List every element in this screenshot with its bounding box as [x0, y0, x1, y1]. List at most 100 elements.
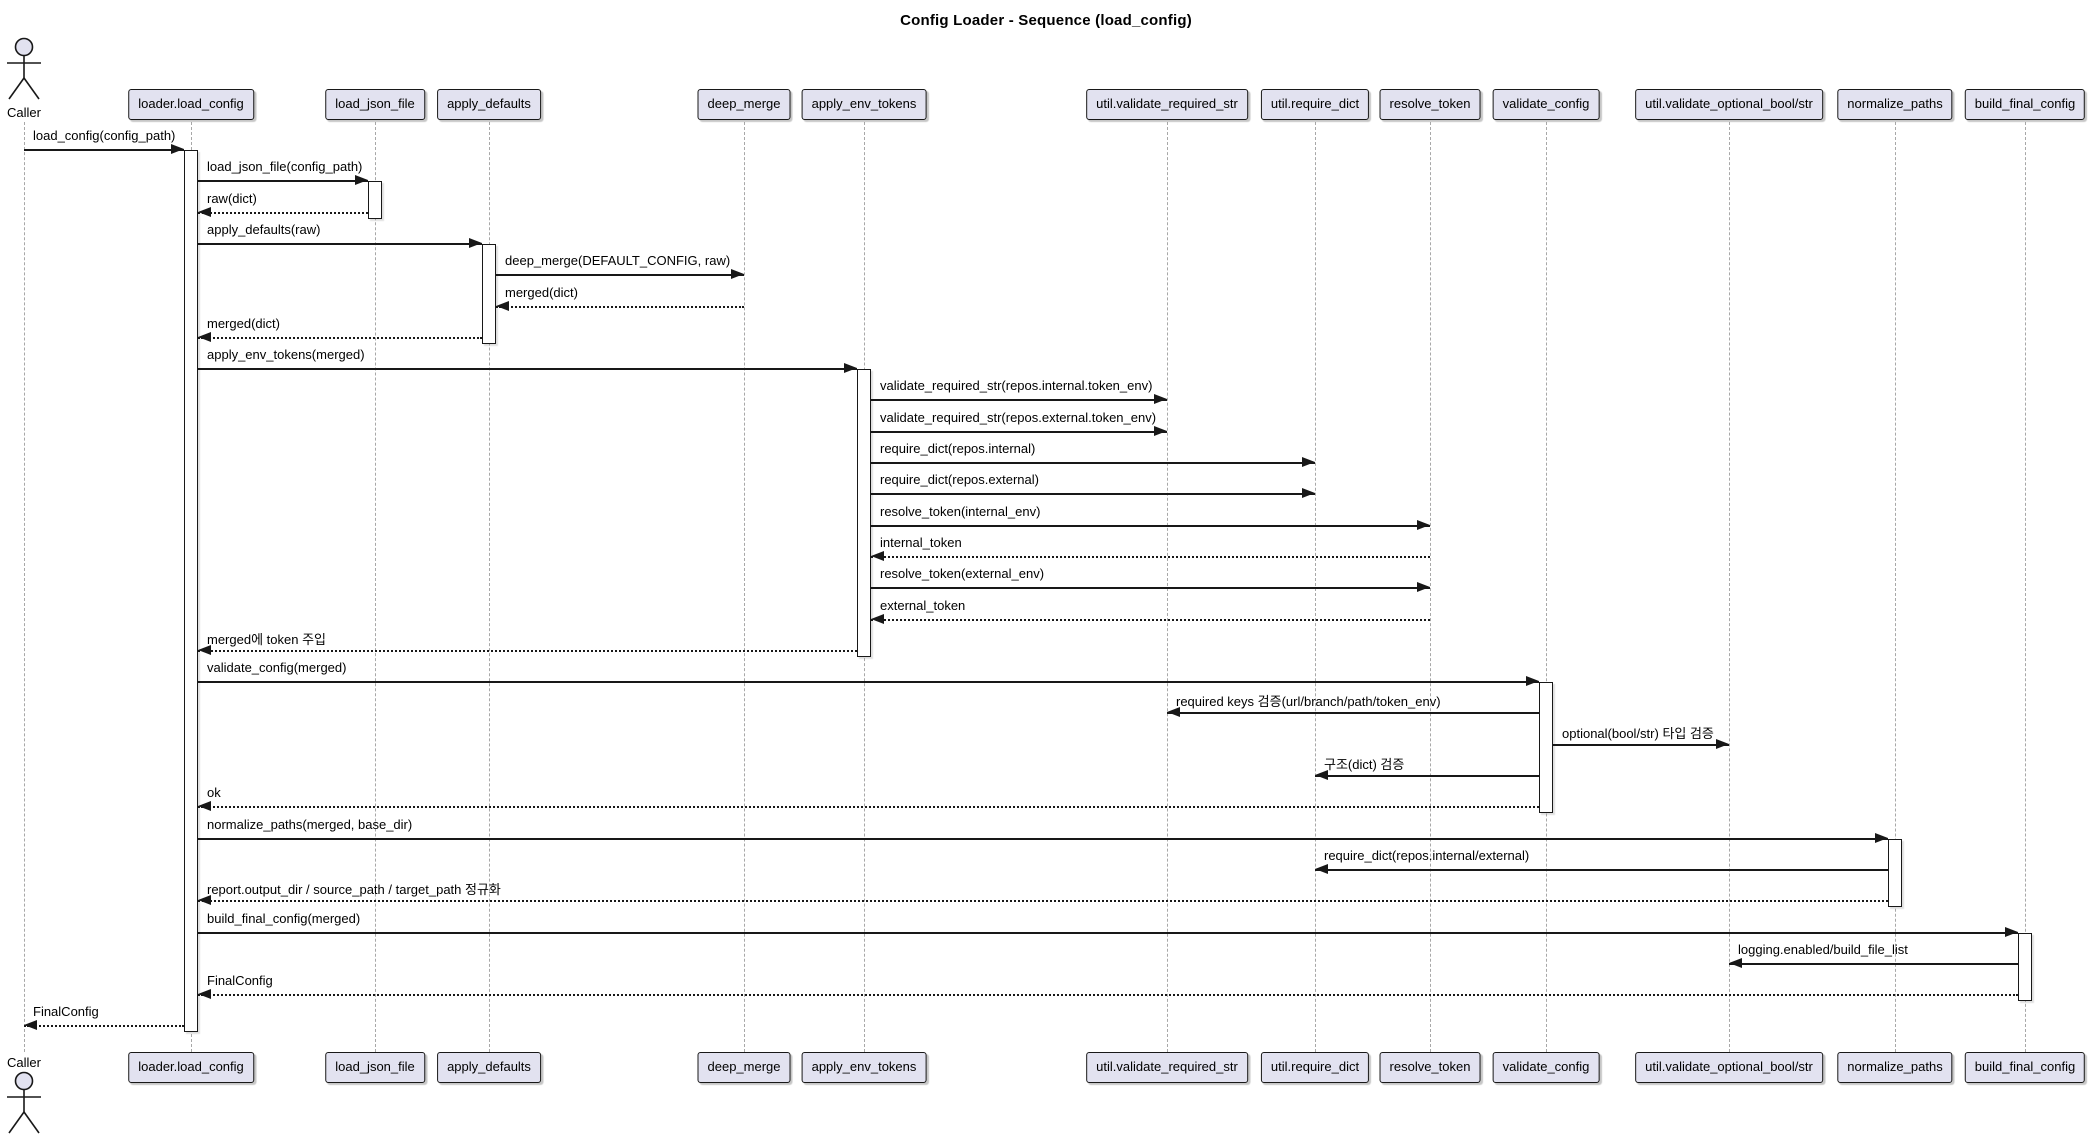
- message-line: [1315, 775, 1539, 777]
- message-arrowhead-icon: [171, 144, 184, 154]
- message-arrowhead-icon: [496, 301, 509, 311]
- message-line: [198, 681, 1539, 683]
- message-line: [198, 900, 1888, 902]
- message-arrowhead-icon: [469, 238, 482, 248]
- message-label: required keys 검증(url/branch/path/token_e…: [1176, 694, 1441, 709]
- message-label: require_dict(repos.internal): [880, 441, 1036, 456]
- message-line: [198, 212, 368, 214]
- message-arrowhead-icon: [1729, 958, 1742, 968]
- participant-box: build_final_config: [1964, 89, 2086, 120]
- activation-bar: [482, 244, 496, 344]
- message-arrowhead-icon: [2005, 927, 2018, 937]
- participant-box: normalize_paths: [1837, 1052, 1953, 1083]
- participant-box: loader.load_config: [128, 1052, 254, 1083]
- activation-bar: [1888, 839, 1902, 907]
- message-label: merged(dict): [207, 316, 280, 331]
- diagram-title: Config Loader - Sequence (load_config): [900, 12, 1192, 29]
- message-label: require_dict(repos.internal/external): [1324, 848, 1530, 863]
- message-line: [24, 1025, 184, 1027]
- message-arrowhead-icon: [731, 269, 744, 279]
- message-label: merged(dict): [505, 285, 578, 300]
- activation-bar: [368, 181, 382, 219]
- message-arrowhead-icon: [198, 645, 211, 655]
- message-arrowhead-icon: [198, 895, 211, 905]
- lifeline: [2025, 122, 2026, 1052]
- participant-box: util.validate_required_str: [1086, 89, 1248, 120]
- participant-box: build_final_config: [1964, 1052, 2086, 1083]
- message-label: validate_required_str(repos.internal.tok…: [880, 378, 1153, 393]
- participant-box: validate_config: [1492, 89, 1600, 120]
- actor-stick-figure-icon: [7, 1071, 41, 1134]
- message-line: [198, 243, 482, 245]
- message-line: [871, 587, 1430, 589]
- activation-bar: [2018, 933, 2032, 1001]
- message-line: [198, 806, 1539, 808]
- message-label: apply_defaults(raw): [207, 222, 321, 237]
- message-label: validate_config(merged): [207, 660, 347, 675]
- message-label: ok: [207, 785, 221, 800]
- message-line: [198, 650, 857, 652]
- actor-caller-label-bottom: Caller: [7, 1055, 41, 1070]
- message-arrowhead-icon: [844, 363, 857, 373]
- message-label: report.output_dir / source_path / target…: [207, 882, 501, 897]
- lifeline: [744, 122, 745, 1052]
- message-arrowhead-icon: [1417, 520, 1430, 530]
- activation-bar: [184, 150, 198, 1032]
- message-line: [871, 462, 1315, 464]
- message-arrowhead-icon: [1154, 394, 1167, 404]
- message-label: logging.enabled/build_file_list: [1738, 942, 1908, 957]
- message-arrowhead-icon: [1302, 488, 1315, 498]
- message-arrowhead-icon: [871, 551, 884, 561]
- lifeline: [1729, 122, 1730, 1052]
- message-arrowhead-icon: [198, 332, 211, 342]
- message-line: [1553, 744, 1729, 746]
- message-label: external_token: [880, 598, 966, 613]
- lifeline: [1546, 122, 1547, 1052]
- actor-caller-label-top: Caller: [7, 105, 41, 120]
- message-arrowhead-icon: [1716, 739, 1729, 749]
- participant-box: validate_config: [1492, 1052, 1600, 1083]
- participant-box: deep_merge: [697, 89, 791, 120]
- message-arrowhead-icon: [1315, 864, 1328, 874]
- actor-stick-figure-icon: [7, 37, 41, 100]
- message-arrowhead-icon: [355, 175, 368, 185]
- message-label: merged에 token 주입: [207, 632, 326, 647]
- participant-box: apply_env_tokens: [801, 89, 927, 120]
- message-line: [198, 337, 482, 339]
- message-label: deep_merge(DEFAULT_CONFIG, raw): [505, 253, 731, 268]
- message-arrowhead-icon: [1526, 676, 1539, 686]
- participant-box: deep_merge: [697, 1052, 791, 1083]
- message-label: resolve_token(external_env): [880, 566, 1045, 581]
- message-arrowhead-icon: [1417, 582, 1430, 592]
- message-label: load_json_file(config_path): [207, 159, 363, 174]
- message-line: [1729, 963, 2018, 965]
- message-label: apply_env_tokens(merged): [207, 347, 365, 362]
- message-label: optional(bool/str) 타입 검증: [1562, 726, 1714, 741]
- message-line: [198, 994, 2018, 996]
- message-line: [198, 180, 368, 182]
- message-line: [496, 274, 744, 276]
- message-arrowhead-icon: [1167, 707, 1180, 717]
- message-arrowhead-icon: [198, 801, 211, 811]
- participant-box: util.validate_optional_bool/str: [1635, 1052, 1823, 1083]
- message-line: [496, 306, 744, 308]
- message-label: build_final_config(merged): [207, 911, 361, 926]
- participant-box: load_json_file: [325, 89, 425, 120]
- message-arrowhead-icon: [1875, 833, 1888, 843]
- message-line: [24, 149, 184, 151]
- message-line: [871, 556, 1430, 558]
- participant-box: loader.load_config: [128, 89, 254, 120]
- message-arrowhead-icon: [198, 207, 211, 217]
- participant-box: resolve_token: [1379, 1052, 1481, 1083]
- message-arrowhead-icon: [871, 614, 884, 624]
- message-label: raw(dict): [207, 191, 257, 206]
- participant-box: resolve_token: [1379, 89, 1481, 120]
- message-line: [871, 399, 1167, 401]
- message-label: internal_token: [880, 535, 962, 550]
- message-label: FinalConfig: [207, 973, 273, 988]
- message-arrowhead-icon: [1315, 770, 1328, 780]
- message-label: require_dict(repos.external): [880, 472, 1039, 487]
- message-label: load_config(config_path): [33, 128, 176, 143]
- message-arrowhead-icon: [1302, 457, 1315, 467]
